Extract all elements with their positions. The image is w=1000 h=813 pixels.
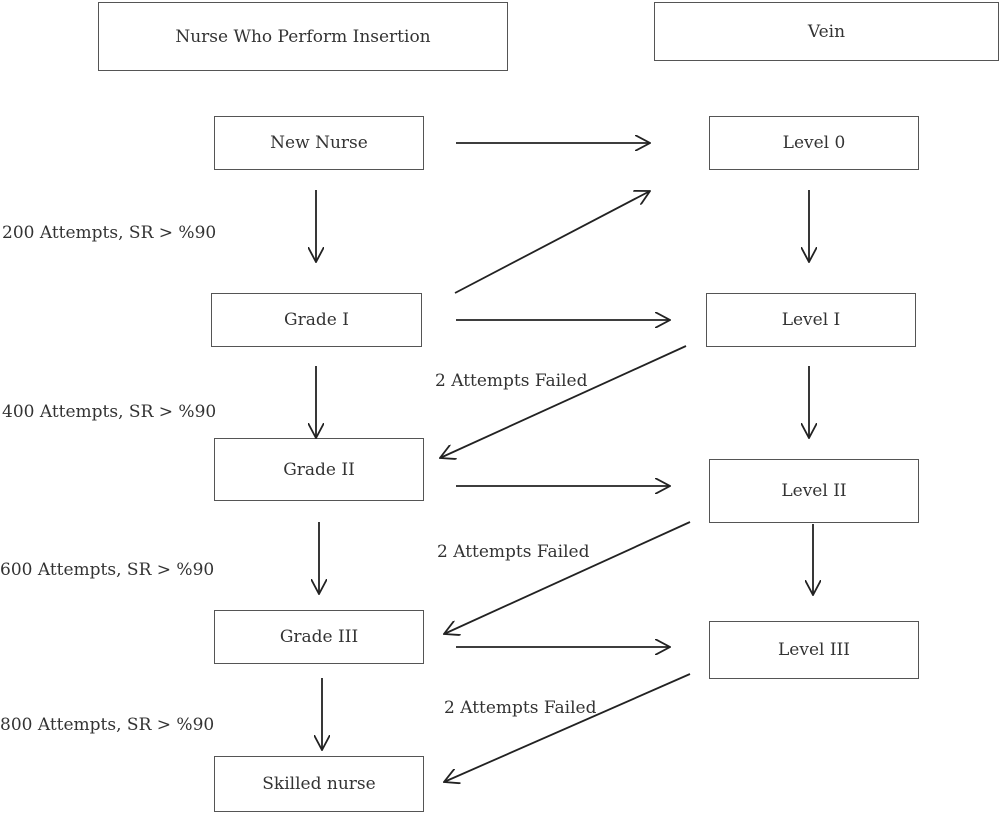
vein-level-3: Level III <box>709 621 919 679</box>
arrow-grade-1-to-level-0 <box>454 191 650 294</box>
arrow-level-1-fail-to-grade-2 <box>440 345 687 458</box>
failure-label-3: 2 Attempts Failed <box>444 698 597 718</box>
failure-label-1: 2 Attempts Failed <box>435 371 588 391</box>
failure-label-2: 2 Attempts Failed <box>437 542 590 562</box>
nurse-column-header: Nurse Who Perform Insertion <box>98 2 508 71</box>
criteria-label-600: 600 Attempts, SR > %90 <box>0 560 215 580</box>
vein-column-header: Vein <box>654 2 999 61</box>
criteria-label-400: 400 Attempts, SR > %90 <box>2 402 217 422</box>
arrow-level-3-fail-to-skilled <box>444 673 691 782</box>
nurse-stage-grade-2: Grade II <box>214 438 424 501</box>
nurse-stage-grade-3: Grade III <box>214 610 424 664</box>
vein-level-2: Level II <box>709 459 919 523</box>
criteria-label-800: 800 Attempts, SR > %90 <box>0 715 215 735</box>
arrow-level-2-fail-to-grade-3 <box>444 521 691 634</box>
nurse-stage-new-nurse: New Nurse <box>214 116 424 170</box>
vein-level-1: Level I <box>706 293 916 347</box>
nurse-stage-skilled-nurse: Skilled nurse <box>214 756 424 812</box>
nurse-stage-grade-1: Grade I <box>211 293 422 347</box>
vein-level-0: Level 0 <box>709 116 919 170</box>
criteria-label-200: 200 Attempts, SR > %90 <box>2 223 217 243</box>
